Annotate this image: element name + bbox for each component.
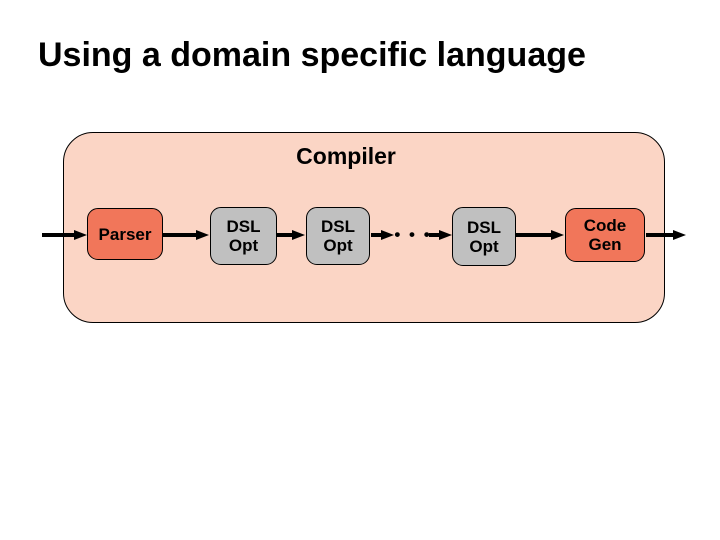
node-dsl-opt-1: DSL Opt [210,207,277,265]
arrow-shaft [646,233,673,237]
arrow-shaft [163,233,196,237]
node-dsl-opt-2-label: DSL Opt [321,217,355,255]
arrow-head-icon [551,230,564,240]
arrow-dsl-opt-1-to-dsl-opt-2 [277,229,305,241]
arrow-head-icon [673,230,686,240]
arrow-dsl-opt-3-to-code-gen [516,229,564,241]
arrow-dsl-opt-2-to-ellipsis [371,229,394,241]
arrow-shaft [277,233,292,237]
arrow-shaft [516,233,551,237]
arrow-ellipsis-to-dsl-opt-3 [429,229,452,241]
node-dsl-opt-2: DSL Opt [306,207,370,265]
arrow-head-icon [381,230,394,240]
arrow-head-icon [196,230,209,240]
arrow-head-icon [439,230,452,240]
node-dsl-opt-3: DSL Opt [452,207,516,266]
arrow-shaft [371,233,381,237]
node-parser: Parser [87,208,163,260]
compiler-label: Compiler [296,143,396,169]
slide-title: Using a domain specific language [38,36,586,74]
node-code-gen-label: Code Gen [583,216,627,254]
node-parser-label: Parser [98,224,152,244]
arrow-shaft [429,233,439,237]
node-code-gen: Code Gen [565,208,645,262]
arrow-head-icon [292,230,305,240]
node-dsl-opt-3-label: DSL Opt [467,217,501,256]
arrow-input [42,229,87,241]
arrow-parser-to-dsl-opt-1 [163,229,209,241]
arrow-shaft [42,233,74,237]
arrow-output [646,229,686,241]
ellipsis-dots: • • • [394,225,432,244]
node-dsl-opt-1-label: DSL Opt [226,217,261,255]
arrow-head-icon [74,230,87,240]
